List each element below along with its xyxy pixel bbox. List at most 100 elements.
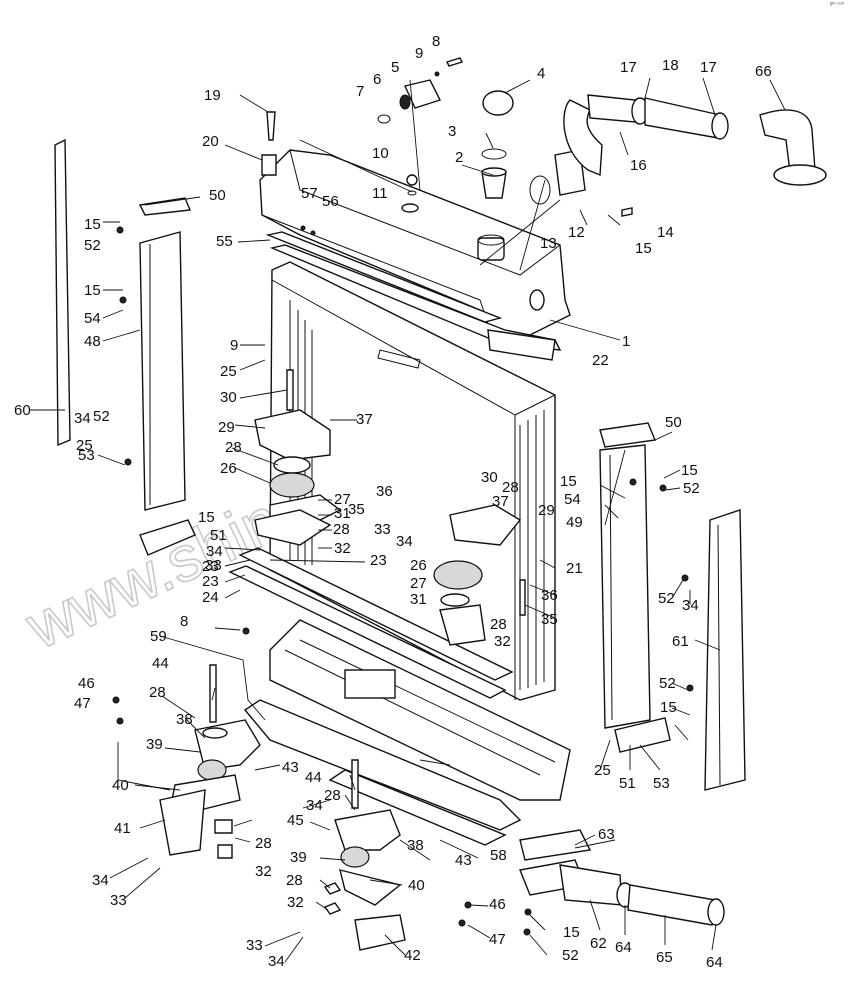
callout-30: 30 (481, 469, 498, 486)
callout-34: 34 (396, 533, 413, 550)
callout-38: 38 (176, 711, 193, 728)
callout-16: 16 (630, 157, 647, 174)
callout-62: 62 (590, 935, 607, 952)
callout-8: 8 (180, 613, 188, 630)
callout-28: 28 (490, 616, 507, 633)
callout-40: 40 (408, 877, 425, 894)
callout-51: 51 (210, 527, 227, 544)
callout-52: 52 (562, 947, 579, 964)
bolts (112, 111, 694, 936)
callout-53: 53 (653, 775, 670, 792)
callout-42: 42 (404, 947, 421, 964)
callout-17: 17 (700, 59, 717, 76)
callout-54: 54 (84, 310, 101, 327)
inlet-hose-group (529, 94, 827, 217)
callout-44: 44 (305, 769, 322, 786)
callout-15: 15 (84, 216, 101, 233)
callout-14: 14 (657, 224, 674, 241)
callout-43: 43 (455, 852, 472, 869)
right-side-panel (599, 422, 746, 791)
callout-29: 29 (538, 502, 555, 519)
callout-19: 19 (204, 87, 221, 104)
callout-47: 47 (74, 695, 91, 712)
callout-39: 39 (146, 736, 163, 753)
callout-56: 56 (322, 193, 339, 210)
callout-54: 54 (564, 491, 581, 508)
corner-mark: ᵍᵐ ᵒᵒᵒ (829, 2, 844, 8)
callout-27: 27 (410, 575, 427, 592)
callout-52: 52 (84, 237, 101, 254)
callout-22: 22 (592, 352, 609, 369)
callout-1: 1 (622, 333, 630, 350)
callout-36: 36 (541, 587, 558, 604)
filler-cap-group (377, 57, 514, 199)
leader-lines (30, 77, 786, 963)
callout-28: 28 (286, 872, 303, 889)
callout-12: 12 (568, 224, 585, 241)
callout-15: 15 (660, 699, 677, 716)
callout-39: 39 (290, 849, 307, 866)
callout-50: 50 (209, 187, 226, 204)
callout-2: 2 (455, 149, 463, 166)
callout-37: 37 (492, 493, 509, 510)
callout-33: 33 (205, 557, 222, 574)
callout-41: 41 (114, 820, 131, 837)
callout-15: 15 (563, 924, 580, 941)
callout-15: 15 (198, 509, 215, 526)
callout-28: 28 (502, 479, 519, 496)
upper-tank (259, 149, 571, 341)
callout-28: 28 (225, 439, 242, 456)
callout-59: 59 (150, 628, 167, 645)
callout-50: 50 (665, 414, 682, 431)
callout-61: 61 (672, 633, 689, 650)
callout-4: 4 (537, 65, 545, 82)
bottom-left-mount (159, 719, 261, 859)
callout-52: 52 (93, 408, 110, 425)
callout-52: 52 (658, 590, 675, 607)
callout-32: 32 (494, 633, 511, 650)
right-mount-stack (433, 504, 522, 646)
callout-40: 40 (112, 777, 129, 794)
callout-60: 60 (14, 402, 31, 419)
callout-28: 28 (255, 835, 272, 852)
callout-21: 21 (566, 560, 583, 577)
callout-23: 23 (202, 558, 219, 575)
callout-58: 58 (490, 847, 507, 864)
callout-28: 28 (333, 521, 350, 538)
callout-20: 20 (202, 133, 219, 150)
callout-32: 32 (287, 894, 304, 911)
callout-33: 33 (110, 892, 127, 909)
callout-13: 13 (540, 235, 557, 252)
top-gaskets (265, 225, 562, 361)
callout-47: 47 (489, 931, 506, 948)
callout-9: 9 (230, 337, 238, 354)
callout-64: 64 (706, 954, 723, 971)
callout-38: 38 (407, 837, 424, 854)
callout-66: 66 (755, 63, 772, 80)
callout-15: 15 (681, 462, 698, 479)
callout-53: 53 (78, 447, 95, 464)
callout-31: 31 (334, 505, 351, 522)
callout-64: 64 (615, 939, 632, 956)
callout-49: 49 (566, 514, 583, 531)
callout-labels: 1234567889910111213141515151515151515161… (14, 33, 772, 971)
callout-28: 28 (149, 684, 166, 701)
bottom-center-mount (323, 809, 406, 951)
callout-57: 57 (301, 185, 318, 202)
callout-23: 23 (370, 552, 387, 569)
callout-52: 52 (659, 675, 676, 692)
callout-35: 35 (541, 611, 558, 628)
callout-7: 7 (356, 83, 364, 100)
callout-26: 26 (220, 460, 237, 477)
callout-18: 18 (662, 57, 679, 74)
lower-tank (269, 619, 571, 801)
callout-9: 9 (415, 45, 423, 62)
callout-15: 15 (84, 282, 101, 299)
callout-34: 34 (92, 872, 109, 889)
callout-45: 45 (287, 812, 304, 829)
callout-27: 27 (334, 491, 351, 508)
callout-25: 25 (594, 762, 611, 779)
callout-52: 52 (683, 480, 700, 497)
callout-11: 11 (372, 185, 388, 202)
